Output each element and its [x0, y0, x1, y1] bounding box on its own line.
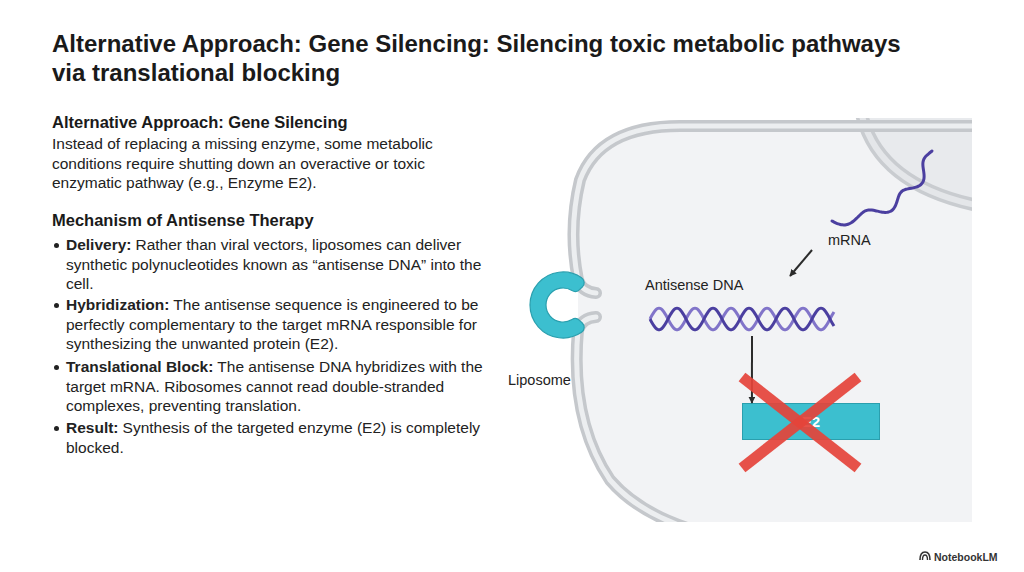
bullet-term: Delivery: [66, 236, 131, 253]
liposome-shape [530, 272, 584, 338]
body-paragraph: Instead of replacing a missing enzyme, s… [52, 134, 484, 193]
bullet-item: Translational Block:The antisense DNA hy… [66, 357, 488, 416]
enzyme-box: E2 [742, 403, 880, 440]
cell-membrane [577, 317, 700, 522]
bullet-item: Delivery:Rather than viral vectors, lipo… [66, 235, 488, 294]
flow-arrow [790, 250, 812, 276]
bullet-item: Hybridization:The antisense sequence is … [66, 295, 488, 354]
page-title: Alternative Approach: Gene Silencing: Si… [52, 29, 932, 87]
bullet-dot [54, 426, 59, 431]
antisense-dna: Antisense DNA [640, 276, 840, 336]
liposome-graphic [505, 268, 600, 390]
dna-strand [650, 308, 834, 330]
liposome: Liposome [505, 268, 600, 390]
section-heading: Alternative Approach: Gene Silencing [52, 112, 492, 132]
bullet-term: Result: [66, 419, 119, 436]
watermark-icon-arc [923, 555, 928, 560]
bullet-dot [54, 303, 59, 308]
cell-membrane [573, 126, 972, 293]
nucleus [862, 118, 972, 206]
bullet-term: Translational Block: [66, 358, 213, 375]
flow-arrow [751, 336, 753, 403]
bullet-text: Synthesis of the targeted enzyme (E2) is… [66, 419, 480, 456]
cell-membrane-inner [573, 126, 972, 293]
cross-stroke [742, 377, 858, 468]
mrna-strand-line [832, 151, 932, 225]
nuclear-envelope-inner [862, 118, 972, 206]
cell-membrane-inner [577, 317, 700, 522]
dna-strand [650, 308, 834, 330]
mrna-strand: mRNA [800, 145, 940, 250]
node-label: mRNA [828, 231, 871, 249]
node-label: Liposome [508, 371, 571, 389]
cytoplasm [573, 126, 972, 522]
nuclear-envelope [862, 118, 972, 206]
bullet-item: Result:Synthesis of the targeted enzyme … [66, 418, 488, 457]
watermark: NotebookLM [934, 550, 1022, 564]
watermark-icon [920, 552, 930, 560]
node-label: E2 [802, 413, 820, 431]
watermark-icon-arc [920, 552, 930, 560]
bullet-dot [54, 243, 59, 248]
cross-stroke [742, 377, 858, 468]
node-label: Antisense DNA [645, 276, 743, 294]
section-heading: Mechanism of Antisense Therapy [52, 210, 492, 230]
bullet-dot [54, 365, 59, 370]
bullet-term: Hybridization: [66, 296, 169, 313]
